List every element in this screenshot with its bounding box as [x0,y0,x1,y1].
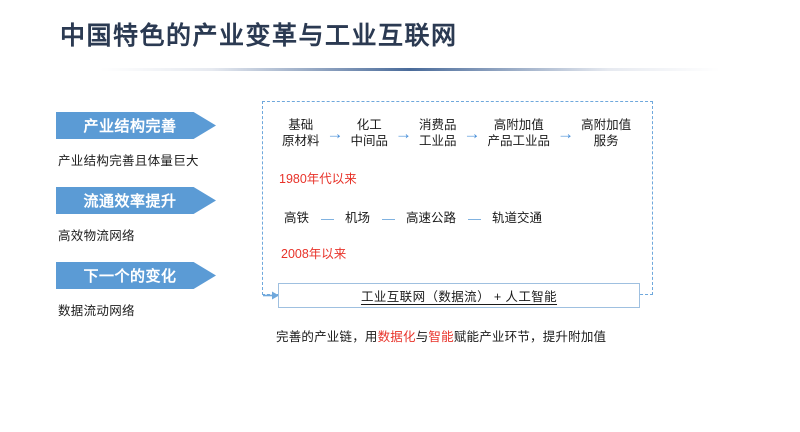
dash-connector-icon: — [321,211,334,227]
stage-caption-circulation: 高效物流网络 [58,229,135,243]
stage-banner-label: 流通效率提升 [83,193,177,210]
footnote-highlight-data: 数据化 [377,330,416,344]
flow-node-high-value-services: 高附加值 服务 [581,118,632,148]
stage-banner-circulation[interactable]: 流通效率提升 [56,187,216,214]
arrow-right-icon: → [395,124,413,144]
stage-caption-structure: 产业结构完善且体量巨大 [58,154,199,168]
stage-banner-label: 产业结构完善 [83,118,177,135]
arrow-right-icon: → [557,124,575,144]
arrow-right-icon: → [463,124,481,144]
footnote-part2: 与 [415,330,429,344]
flow-node-high-value-products: 高附加值 产品工业品 [487,118,551,148]
stage-banner-label: 下一个的变化 [83,268,177,285]
stage-caption-next-change: 数据流动网络 [58,304,135,318]
stage-list: 产业结构完善 产业结构完善且体量巨大 流通效率提升 高效物流网络 下一个的变化 … [56,112,256,337]
era-label-1980: 1980年代以来 [279,172,357,186]
industry-chain-row: 基础 原材料 → 化工 中间品 → 消费品 工业品 → 高附加值 产品工业品 →… [282,118,631,149]
page-title: 中国特色的产业变革与工业互联网 [60,22,458,50]
flow-node-airport: 机场 [345,211,371,225]
arrow-into-result-box-icon [263,291,279,300]
footnote-part1: 完善的产业链，用 [276,330,378,344]
era-label-2008: 2008年以来 [281,247,347,261]
stage-item-next-change: 下一个的变化 数据流动网络 [56,262,256,319]
flow-node-chemical-intermediate: 化工 中间品 [350,118,389,148]
flow-node-raw-material: 基础 原材料 [282,118,320,148]
flow-node-high-speed-rail: 高铁 [284,211,310,225]
dash-connector-icon: — [382,211,395,227]
footnote: 完善的产业链，用数据化与智能赋能产业环节，提升附加值 [276,326,606,345]
stage-item-circulation: 流通效率提升 高效物流网络 [56,187,256,244]
flow-node-rail-transit: 轨道交通 [492,211,543,225]
result-box[interactable]: 工业互联网（数据流） + 人工智能 [278,283,640,308]
result-box-label: 工业互联网（数据流） + 人工智能 [360,290,558,304]
dash-connector-icon: — [468,211,481,227]
transport-network-row: 高铁 — 机场 — 高速公路 — 轨道交通 [284,211,542,227]
stage-banner-next-change[interactable]: 下一个的变化 [56,262,216,289]
stage-banner-structure[interactable]: 产业结构完善 [56,112,216,139]
footnote-part3: 赋能产业环节，提升附加值 [453,330,607,344]
arrow-right-icon: → [326,124,344,144]
footnote-highlight-intelligence: 智能 [428,330,454,344]
flow-node-expressway: 高速公路 [406,211,457,225]
stage-item-structure: 产业结构完善 产业结构完善且体量巨大 [56,112,256,169]
flow-node-consumer-goods: 消费品 工业品 [419,118,457,148]
title-divider [100,68,720,71]
